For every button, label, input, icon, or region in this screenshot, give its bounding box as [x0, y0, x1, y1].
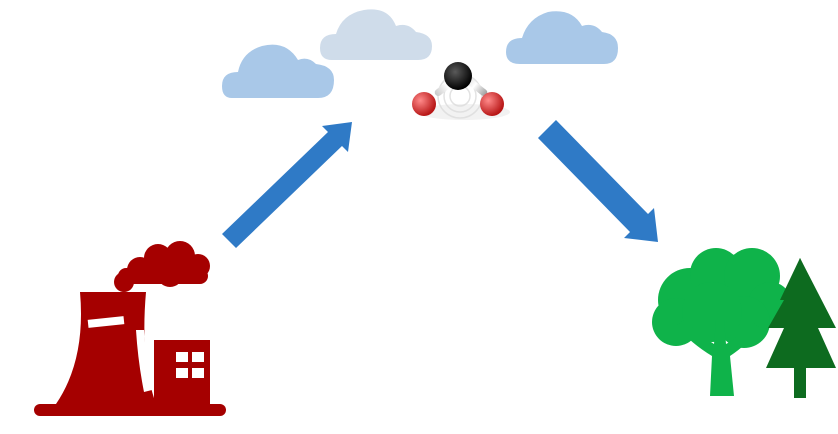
cloud-icon: [320, 9, 432, 61]
cloud-icon: [506, 11, 618, 64]
carbon-atom: [444, 62, 472, 90]
co2-molecule-icon: [412, 62, 510, 120]
arrow-down-right-icon: [538, 120, 658, 242]
oxygen-atom: [412, 92, 436, 116]
arrow-up-right-icon: [222, 122, 352, 248]
oxygen-atom: [480, 92, 504, 116]
cloud-icon: [222, 44, 334, 98]
factory-icon: [34, 241, 226, 416]
trees-icon: [652, 248, 836, 398]
